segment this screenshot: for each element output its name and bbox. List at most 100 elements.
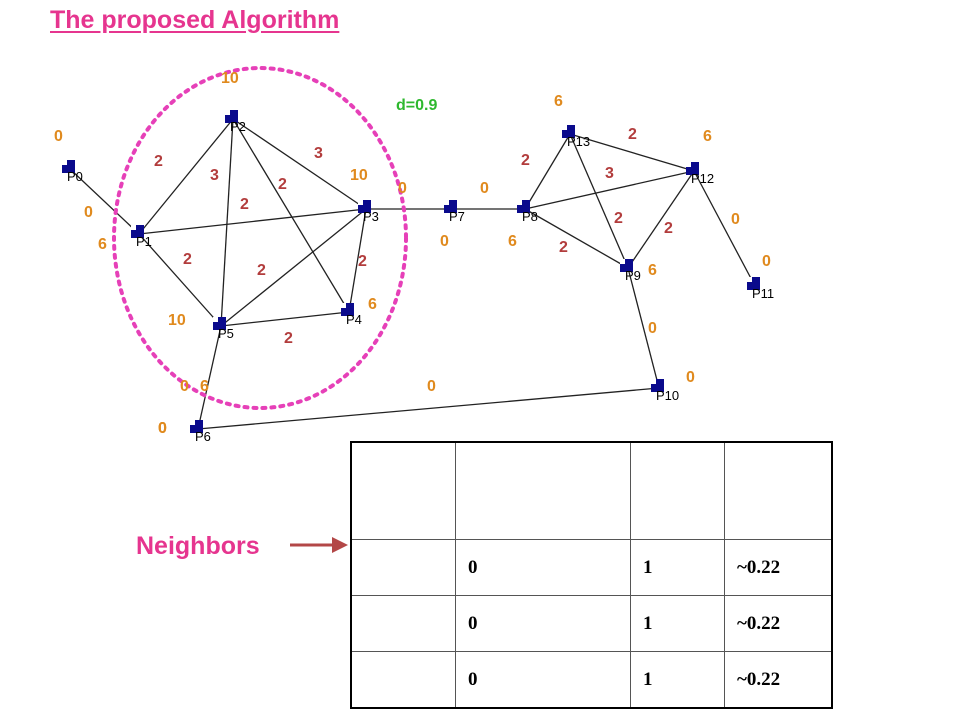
node-p4: P4 <box>341 303 362 327</box>
edge-p1-p2 <box>138 118 234 235</box>
weight-label: 0 <box>480 180 489 197</box>
weight-label: 2 <box>559 239 568 256</box>
node-icon-highlight <box>747 277 752 282</box>
weight-label: 0 <box>440 233 449 250</box>
edge-p2-p3 <box>232 118 367 210</box>
table-cell: 1 <box>630 539 725 596</box>
node-p3: P3 <box>358 200 379 224</box>
table-header-cell <box>350 441 456 540</box>
edge-p8-p12 <box>524 170 695 210</box>
weight-label: 0 <box>180 378 189 395</box>
table-header-cell: # of edges <box>630 441 725 540</box>
weight-label: 2 <box>154 153 163 170</box>
weight-label: 0 <box>54 128 63 145</box>
weight-label: 0 <box>427 378 436 395</box>
table-cell: 0 <box>455 651 631 709</box>
node-p11: P11 <box>747 277 774 301</box>
neighbors-arrow <box>290 537 348 553</box>
weight-label: 6 <box>703 128 712 145</box>
neighborhood-circle <box>112 66 408 410</box>
weight-label: 6 <box>98 236 107 253</box>
node-icon-highlight <box>444 200 449 205</box>
node-icon-highlight <box>620 259 625 264</box>
node-icon-highlight <box>213 317 218 322</box>
weight-label: 2 <box>614 210 623 227</box>
weight-label: 3 <box>210 167 219 184</box>
table-cell: P0 <box>350 539 456 596</box>
node-label: P3 <box>363 209 379 224</box>
node-label: P7 <box>449 209 465 224</box>
weight-label: 2 <box>257 262 266 279</box>
table-cell: ~0.22 <box>724 539 833 596</box>
edge-p8-p9 <box>524 208 629 269</box>
table-header-row: Sum of edge weights # of edges cp-value <box>350 441 833 540</box>
weight-label: 2 <box>284 330 293 347</box>
node-icon-highlight <box>686 162 691 167</box>
weight-label: 0 <box>762 253 771 270</box>
edges-layer <box>69 118 756 430</box>
table-cell: 1 <box>630 595 725 652</box>
node-icon-highlight <box>131 225 136 230</box>
table-row: P0 0 1 ~0.22 <box>350 539 833 596</box>
weight-label: 0 <box>686 369 695 386</box>
weight-label: 0 <box>648 320 657 337</box>
weight-label: 6 <box>648 262 657 279</box>
edge-p8-p13 <box>524 133 571 210</box>
edge-p3-p4 <box>348 208 367 313</box>
weight-label: 6 <box>200 378 209 395</box>
node-p7: P7 <box>444 200 465 224</box>
weight-label: 0 <box>731 211 740 228</box>
weight-label: 3 <box>605 165 614 182</box>
edge-p13-p9 <box>569 133 629 269</box>
table-cell: ~0.22 <box>724 595 833 652</box>
node-p12: P12 <box>686 162 714 186</box>
edge-p6-p10 <box>197 387 660 430</box>
table-cell: ~0.22 <box>724 651 833 709</box>
weight-label: 2 <box>358 253 367 270</box>
cp-value-table: Sum of edge weights # of edges cp-value … <box>350 441 833 709</box>
weight-label: 2 <box>521 152 530 169</box>
node-icon-highlight <box>562 125 567 130</box>
edge-p12-p9 <box>627 170 695 269</box>
weight-label: 3 <box>314 145 323 162</box>
edge-p9-p10 <box>627 267 660 389</box>
node-icon-highlight <box>190 420 195 425</box>
node-p9: P9 <box>620 259 641 283</box>
edge-p1-p3 <box>138 208 367 235</box>
node-label: P5 <box>218 326 234 341</box>
node-p0: P0 <box>62 160 83 184</box>
table-row: P7 0 1 ~0.22 <box>350 651 833 709</box>
weight-label: 0 <box>84 204 93 221</box>
table-cell: P7 <box>350 651 456 709</box>
table-cell: 0 <box>455 595 631 652</box>
weight-label: 6 <box>554 93 563 110</box>
node-p10: P10 <box>651 379 679 403</box>
node-label: P10 <box>656 388 679 403</box>
node-label: P11 <box>752 286 774 301</box>
node-p1: P1 <box>131 225 152 249</box>
weight-label: 2 <box>240 196 249 213</box>
weight-label: 0 <box>158 420 167 437</box>
node-label: P9 <box>625 268 641 283</box>
node-label: P13 <box>567 134 590 149</box>
node-p6: P6 <box>190 420 211 444</box>
node-icon-highlight <box>651 379 656 384</box>
node-p5: P5 <box>213 317 234 341</box>
node-label: P2 <box>230 119 246 134</box>
weight-label: 0 <box>158 420 167 437</box>
node-icon-highlight <box>62 160 67 165</box>
weight-label: 2 <box>183 251 192 268</box>
table-header-cell: cp-value <box>724 441 833 540</box>
weight-label: 0 <box>398 180 407 197</box>
node-label: P12 <box>691 171 714 186</box>
node-label: P8 <box>522 209 538 224</box>
node-icon-highlight <box>225 110 230 115</box>
table-cell: 0 <box>455 539 631 596</box>
table-header-cell: Sum of edge weights <box>455 441 631 540</box>
edge-p0-p1 <box>69 168 140 235</box>
node-label: P4 <box>346 312 362 327</box>
edge-p5-p4 <box>220 311 350 327</box>
